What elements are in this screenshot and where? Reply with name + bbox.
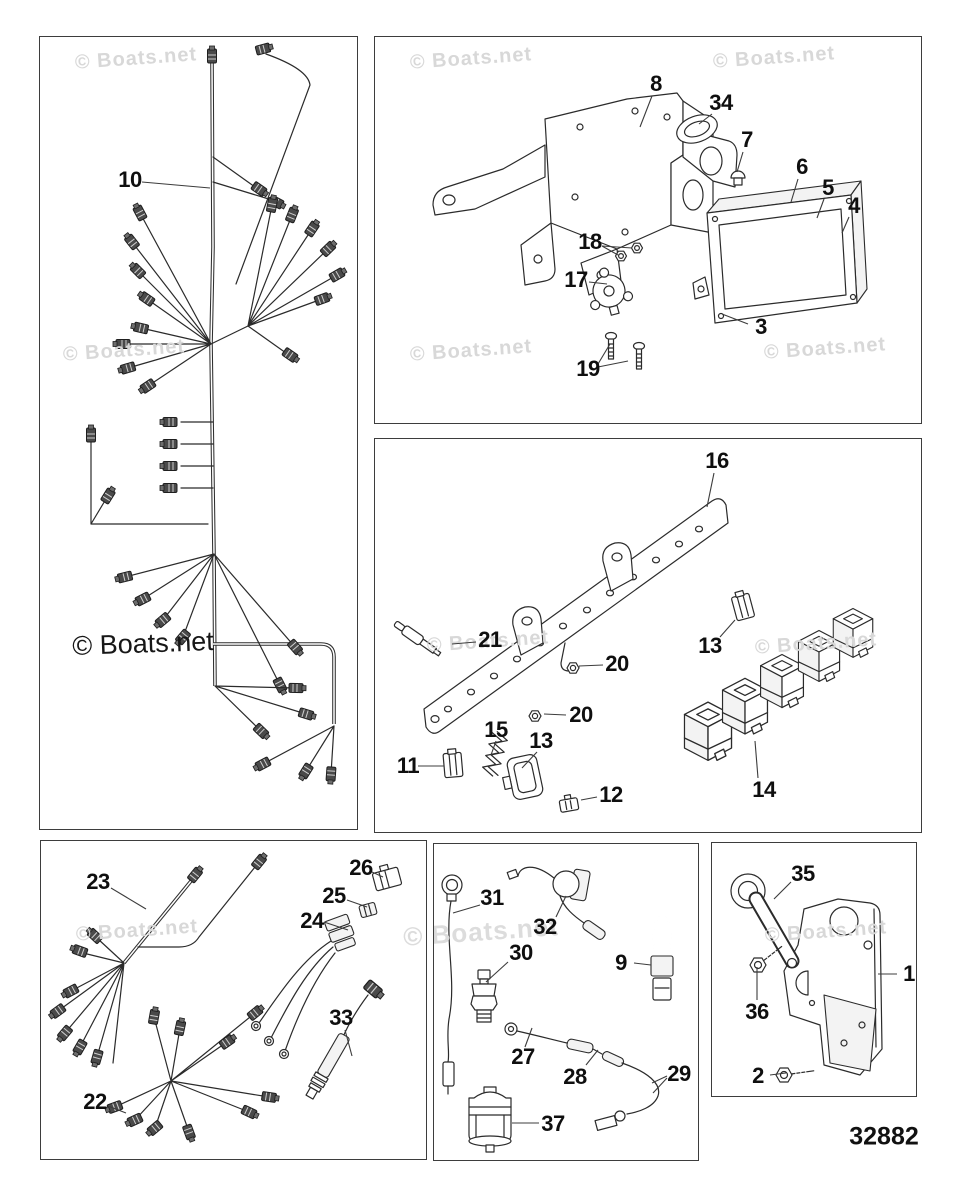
panel-relay-bracket: © Boats.net© Boats.net (374, 438, 922, 833)
ecm-bracket-drawing (432, 92, 868, 370)
relay-bracket-drawing (393, 498, 874, 813)
aux-harness-drawing (46, 850, 403, 1144)
mount-bracket-drawing (730, 873, 883, 1083)
panel-ecm-bracket: © Boats.net© Boats.net© Boats.net© Boats… (374, 36, 922, 424)
panel-aux-harnesses: © Boats.net© Boats.net (40, 840, 427, 1160)
main-harness-drawing (86, 41, 349, 785)
panel-sensors: © Boats.net (433, 843, 699, 1161)
sensors-drawing (441, 866, 674, 1153)
diagram-part-number: 32882 (849, 1122, 919, 1151)
panel-mount-bracket: © Boats.net (711, 842, 917, 1097)
panel-main-harness: © Boats.net© Boats.net© Boats.net (39, 36, 358, 830)
